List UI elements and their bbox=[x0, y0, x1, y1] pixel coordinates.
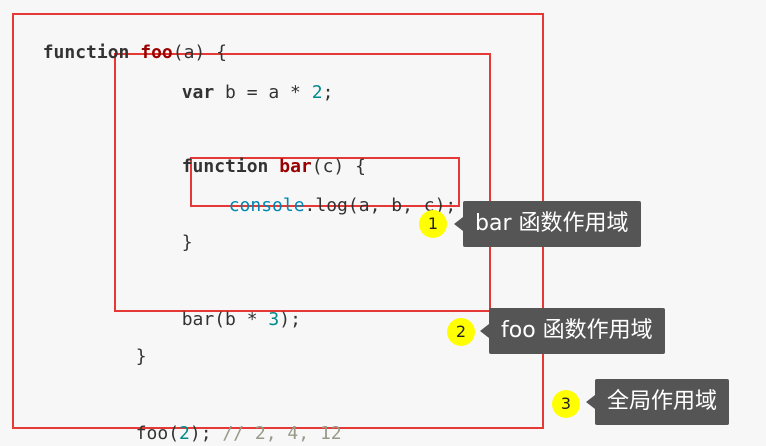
console-object: console bbox=[228, 195, 305, 216]
scope-marker-2: 2 bbox=[447, 318, 475, 346]
code-text: b = a * bbox=[214, 82, 312, 103]
code-text: bar(b * bbox=[181, 309, 269, 330]
code-line-7: } bbox=[114, 321, 147, 369]
number-literal: 2 bbox=[179, 423, 190, 444]
foo-scope-box bbox=[114, 53, 491, 312]
keyword-var: var bbox=[181, 82, 215, 103]
code-line-8: foo(2); // 2, 4, 12 bbox=[114, 398, 342, 446]
foo-scope-callout: foo 函数作用域 bbox=[480, 308, 665, 354]
closing-brace: } bbox=[181, 232, 193, 253]
code-text: (c) { bbox=[311, 156, 366, 177]
code-line-4: console.log(a, b, c); bbox=[207, 170, 457, 218]
code-line-5: } bbox=[160, 207, 193, 255]
code-line-3: function bar(c) { bbox=[160, 131, 366, 179]
code-text: ); bbox=[279, 309, 301, 330]
function-name-foo: foo bbox=[140, 42, 173, 63]
code-comment: // 2, 4, 12 bbox=[222, 423, 342, 444]
function-name-bar: bar bbox=[279, 156, 312, 177]
code-text: foo( bbox=[135, 423, 180, 444]
number-literal: 3 bbox=[268, 309, 280, 330]
code-text: ); bbox=[189, 423, 223, 444]
global-scope-callout: 全局作用域 bbox=[585, 379, 730, 425]
keyword-function: function bbox=[42, 42, 130, 63]
closing-brace: } bbox=[135, 346, 147, 367]
code-line-2: var b = a * 2; bbox=[160, 57, 334, 105]
number-literal: 2 bbox=[311, 82, 323, 103]
code-text: ; bbox=[322, 82, 334, 103]
code-line-1: function foo(a) { bbox=[21, 17, 227, 65]
scope-marker-3: 3 bbox=[552, 390, 580, 418]
code-text: (a) { bbox=[172, 42, 227, 63]
code-line-6: bar(b * 3); bbox=[160, 284, 301, 332]
bar-scope-callout: bar 函数作用域 bbox=[454, 201, 641, 247]
scope-marker-1: 1 bbox=[419, 210, 447, 238]
code-text: .log(a, b, c); bbox=[304, 195, 457, 216]
keyword-function: function bbox=[181, 156, 269, 177]
bar-scope-box bbox=[190, 157, 460, 207]
